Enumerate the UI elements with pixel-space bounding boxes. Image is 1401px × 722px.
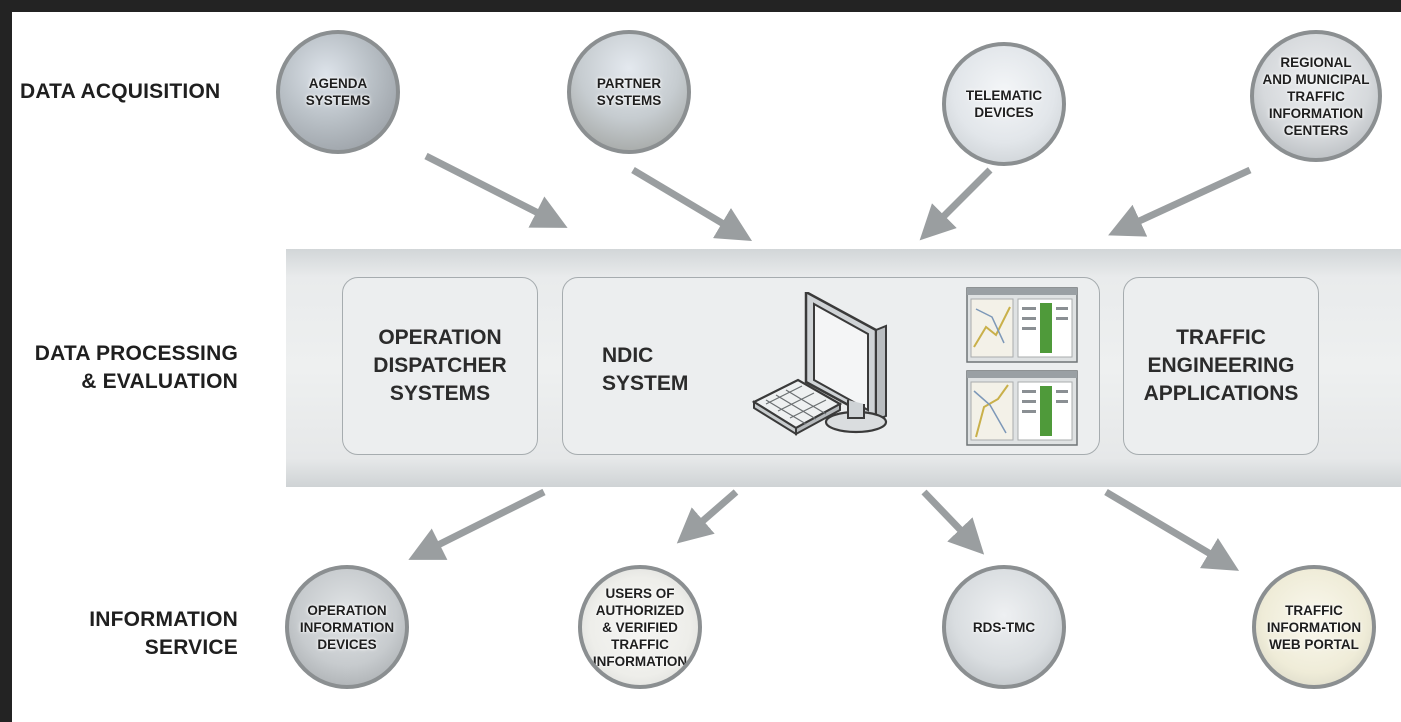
traffic-engineering-label: TRAFFIC ENGINEERING APPLICATIONS <box>1123 324 1319 408</box>
label-data-acquisition: DATA ACQUISITION <box>20 78 220 106</box>
source-agenda-systems-label: AGENDA SYSTEMS <box>306 75 371 109</box>
output-operation-line1: OPERATION <box>307 602 387 618</box>
arrow-ndic-to-operation-devices <box>408 488 546 560</box>
source-partner-line1: PARTNER <box>596 76 662 91</box>
output-users-line2: AUTHORIZED <box>595 602 685 618</box>
source-regional-municipal-centers: REGIONAL AND MUNICIPAL TRAFFIC INFORMATI… <box>1250 30 1382 162</box>
label-information-service-line1: INFORMATION <box>89 608 238 631</box>
source-regional-line5: CENTERS <box>1283 122 1349 138</box>
source-agenda-systems: AGENDA SYSTEMS <box>276 30 400 154</box>
source-agenda-line2: SYSTEMS <box>305 93 371 108</box>
operation-dispatcher-label: OPERATION DISPATCHER SYSTEMS <box>342 324 538 408</box>
output-rds-tmc-label: RDS-TMC <box>973 619 1035 636</box>
label-information-service: INFORMATION SERVICE <box>12 606 238 662</box>
output-web-portal-label: TRAFFIC INFORMATION WEB PORTAL <box>1267 602 1361 653</box>
traffic-engineering-line1: TRAFFIC <box>1176 326 1266 349</box>
operation-dispatcher-box <box>342 277 538 455</box>
source-regional-line4: INFORMATION <box>1268 105 1364 121</box>
output-users-line1: USERS OF <box>605 585 675 601</box>
source-agenda-line1: AGENDA <box>308 76 368 91</box>
output-web-portal-line3: WEB PORTAL <box>1269 636 1359 652</box>
source-telematic-devices: TELEMATIC DEVICES <box>942 42 1066 166</box>
output-rds-tmc: RDS-TMC <box>942 565 1066 689</box>
source-telematic-line1: TELEMATIC <box>965 88 1043 103</box>
operation-dispatcher-line1: OPERATION <box>378 326 502 349</box>
arrow-ndic-to-web-portal <box>1104 488 1240 571</box>
output-users-line3: & VERIFIED <box>602 619 678 635</box>
output-web-portal-line1: TRAFFIC <box>1285 602 1343 618</box>
source-partner-systems: PARTNER SYSTEMS <box>567 30 691 154</box>
output-users-line4: TRAFFIC <box>611 636 669 652</box>
output-web-portal-line2: INFORMATION <box>1266 619 1362 635</box>
source-partner-systems-label: PARTNER SYSTEMS <box>597 75 662 109</box>
output-traffic-information-web-portal: TRAFFIC INFORMATION WEB PORTAL <box>1252 565 1376 689</box>
output-operation-information-devices: OPERATION INFORMATION DEVICES <box>285 565 409 689</box>
source-regional-line2: AND MUNICIPAL <box>1262 71 1370 87</box>
arrow-agenda-to-ndic <box>424 152 568 228</box>
label-information-service-line2: SERVICE <box>144 636 238 659</box>
ndic-screenshot-thumbnails <box>966 287 1078 446</box>
operation-dispatcher-line2: DISPATCHER <box>373 354 507 377</box>
ndic-system-label: NDIC SYSTEM <box>602 342 688 398</box>
output-rds-tmc-line1: RDS-TMC <box>972 619 1036 635</box>
operation-dispatcher-line3: SYSTEMS <box>389 382 491 405</box>
label-data-processing-line2: & EVALUATION <box>81 370 238 393</box>
arrow-partner-to-ndic <box>631 166 753 241</box>
diagram-canvas: DATA ACQUISITION DATA PROCESSING & EVALU… <box>12 12 1401 722</box>
ndic-line2: SYSTEM <box>602 372 689 395</box>
map-screenshot-icon-2 <box>966 370 1078 446</box>
map-screenshot-icon-1 <box>966 287 1078 363</box>
arrow-regional-to-ndic <box>1108 166 1252 237</box>
output-users-label: USERS OF AUTHORIZED & VERIFIED TRAFFIC I… <box>593 585 687 670</box>
output-users-authorized-info: USERS OF AUTHORIZED & VERIFIED TRAFFIC I… <box>578 565 702 689</box>
output-operation-line2: INFORMATION <box>299 619 395 635</box>
output-operation-line3: DEVICES <box>317 636 377 652</box>
source-telematic-line2: DEVICES <box>974 105 1034 120</box>
source-telematic-devices-label: TELEMATIC DEVICES <box>966 87 1042 121</box>
label-data-processing: DATA PROCESSING & EVALUATION <box>12 340 238 396</box>
arrow-ndic-to-users <box>676 489 739 544</box>
source-partner-line2: SYSTEMS <box>596 93 662 108</box>
source-regional-line3: TRAFFIC <box>1287 88 1345 104</box>
output-users-line5: INFORMATION <box>592 653 688 669</box>
arrow-ndic-to-rds-tmc <box>921 489 985 555</box>
source-regional-line1: REGIONAL <box>1280 54 1352 70</box>
traffic-engineering-line3: APPLICATIONS <box>1143 382 1299 405</box>
label-data-acquisition-text: DATA ACQUISITION <box>20 80 221 103</box>
arrow-telematic-to-ndic <box>919 167 993 241</box>
computer-icon <box>751 292 888 436</box>
traffic-engineering-box <box>1123 277 1319 455</box>
source-regional-label: REGIONAL AND MUNICIPAL TRAFFIC INFORMATI… <box>1263 54 1370 139</box>
output-operation-label: OPERATION INFORMATION DEVICES <box>300 602 394 653</box>
ndic-line1: NDIC <box>602 344 654 367</box>
traffic-engineering-line2: ENGINEERING <box>1147 354 1295 377</box>
keyboard-icon <box>751 378 843 436</box>
flow-arrows <box>408 152 1252 571</box>
monitor-icon <box>804 292 888 434</box>
label-data-processing-line1: DATA PROCESSING <box>34 342 238 365</box>
